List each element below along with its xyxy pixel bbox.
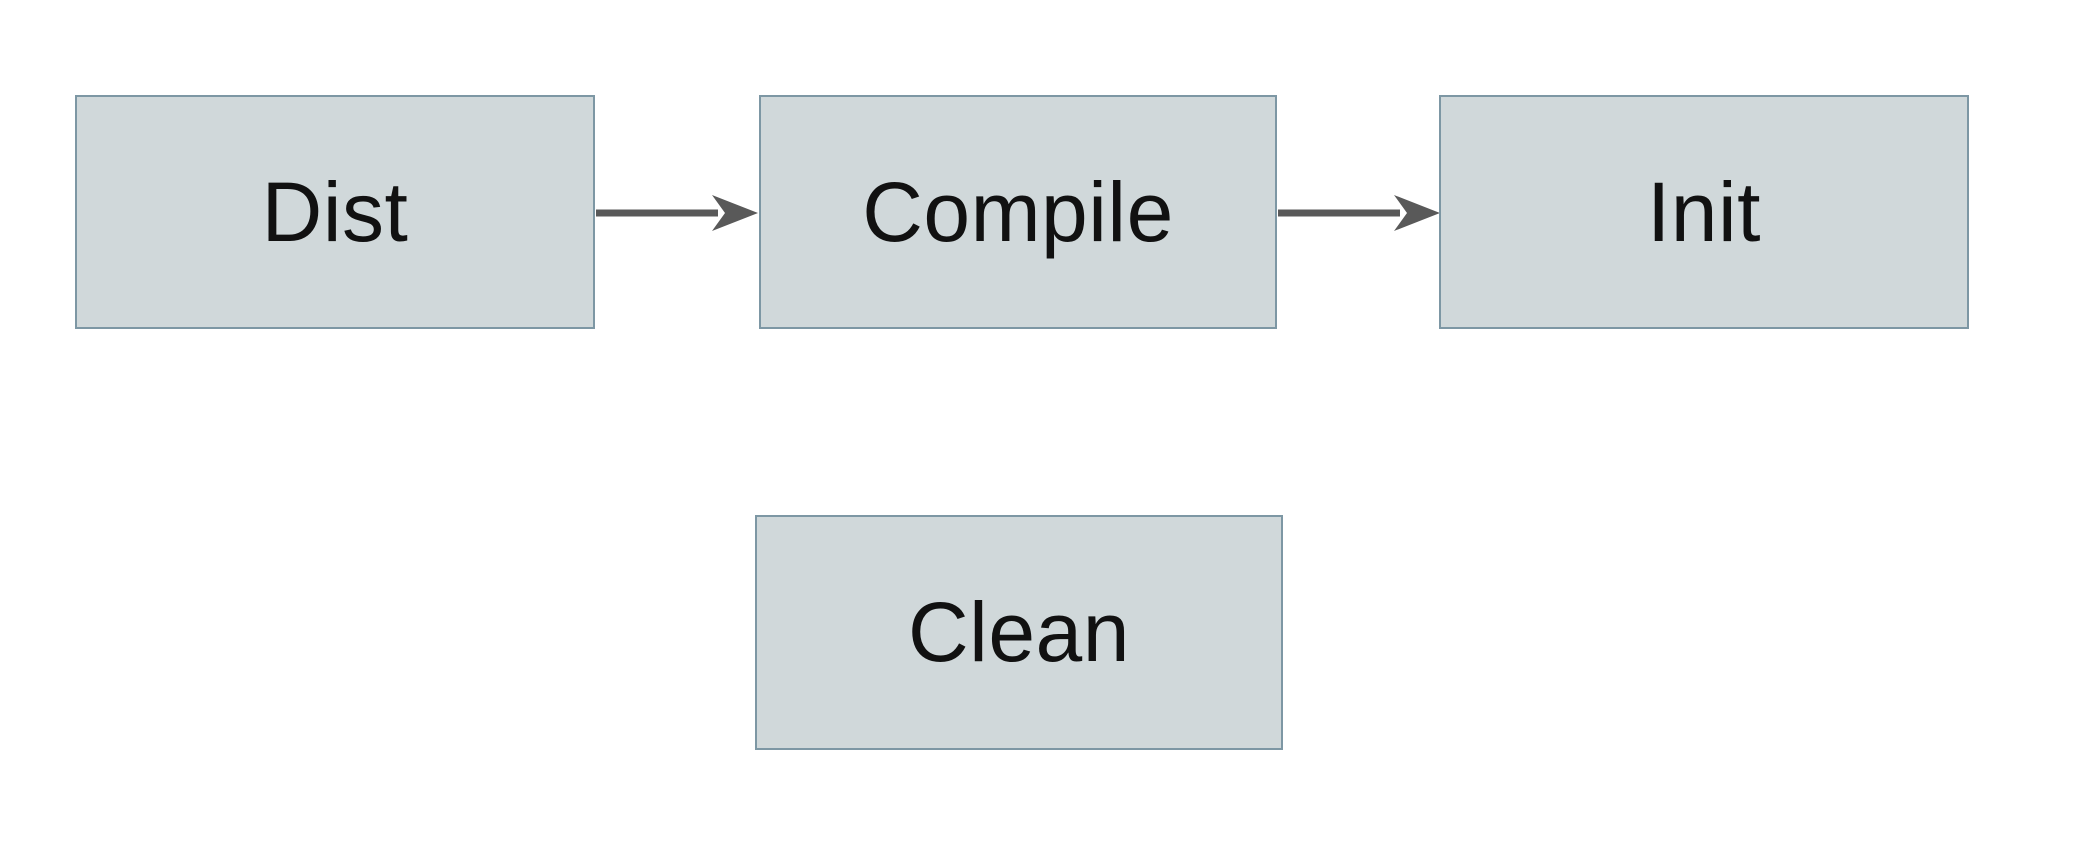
node-dist: Dist — [75, 95, 595, 329]
node-init: Init — [1439, 95, 1969, 329]
node-compile-label: Compile — [862, 164, 1174, 259]
node-compile: Compile — [759, 95, 1277, 329]
node-clean: Clean — [755, 515, 1283, 750]
node-clean-label: Clean — [908, 585, 1130, 679]
arrow-dist-to-compile-icon — [596, 195, 758, 231]
node-init-label: Init — [1646, 164, 1762, 259]
arrow-compile-to-init-icon — [1278, 195, 1440, 231]
node-dist-label: Dist — [261, 164, 409, 259]
